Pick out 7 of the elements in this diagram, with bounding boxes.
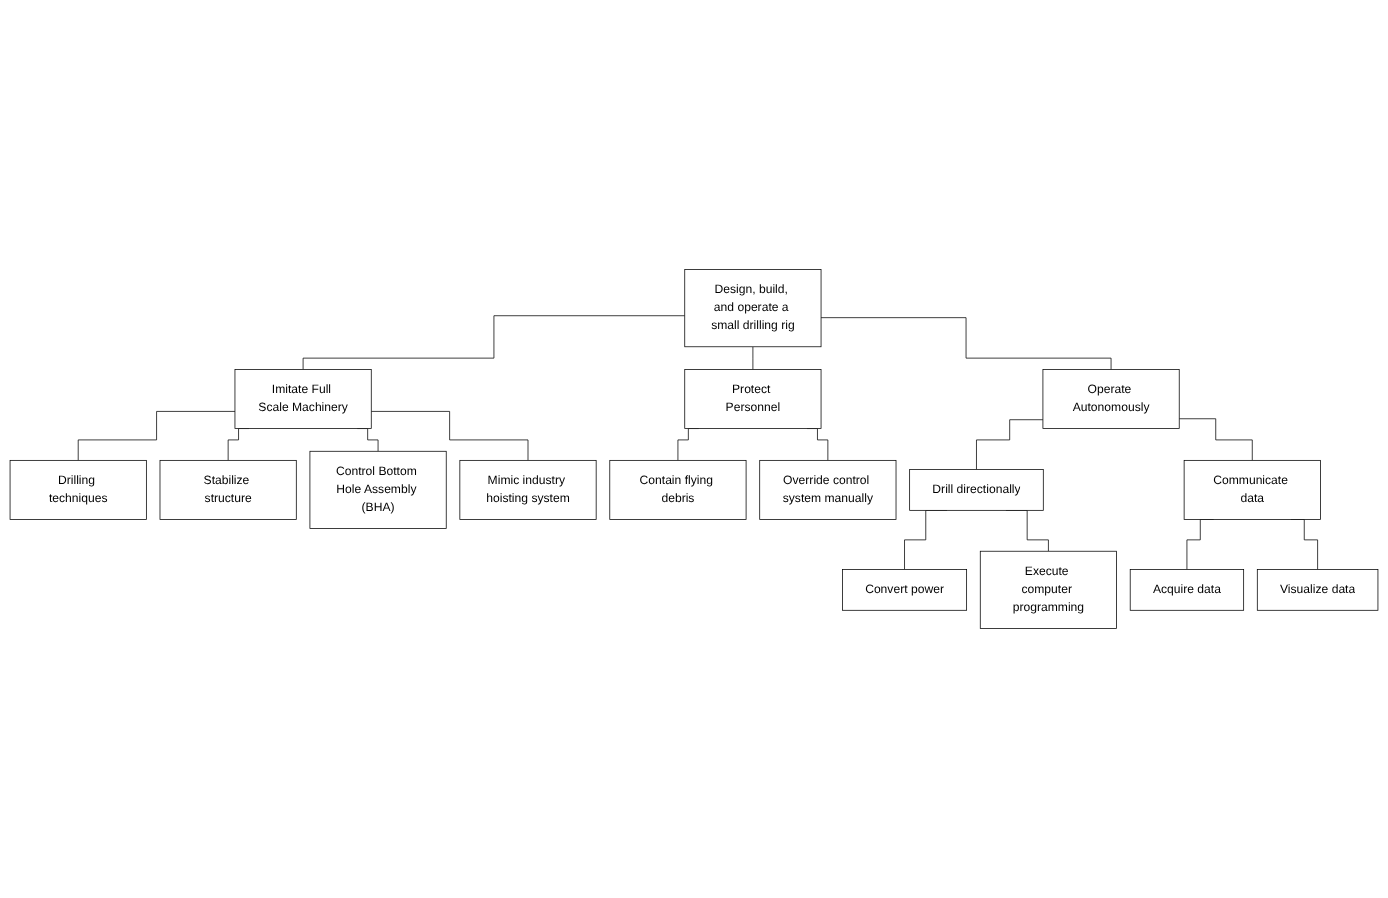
connector (752, 346, 754, 370)
connector (820, 317, 1112, 370)
connector (370, 411, 529, 461)
connector (976, 419, 1044, 470)
connector (302, 315, 686, 370)
connector (1178, 418, 1253, 461)
connector (77, 411, 236, 461)
